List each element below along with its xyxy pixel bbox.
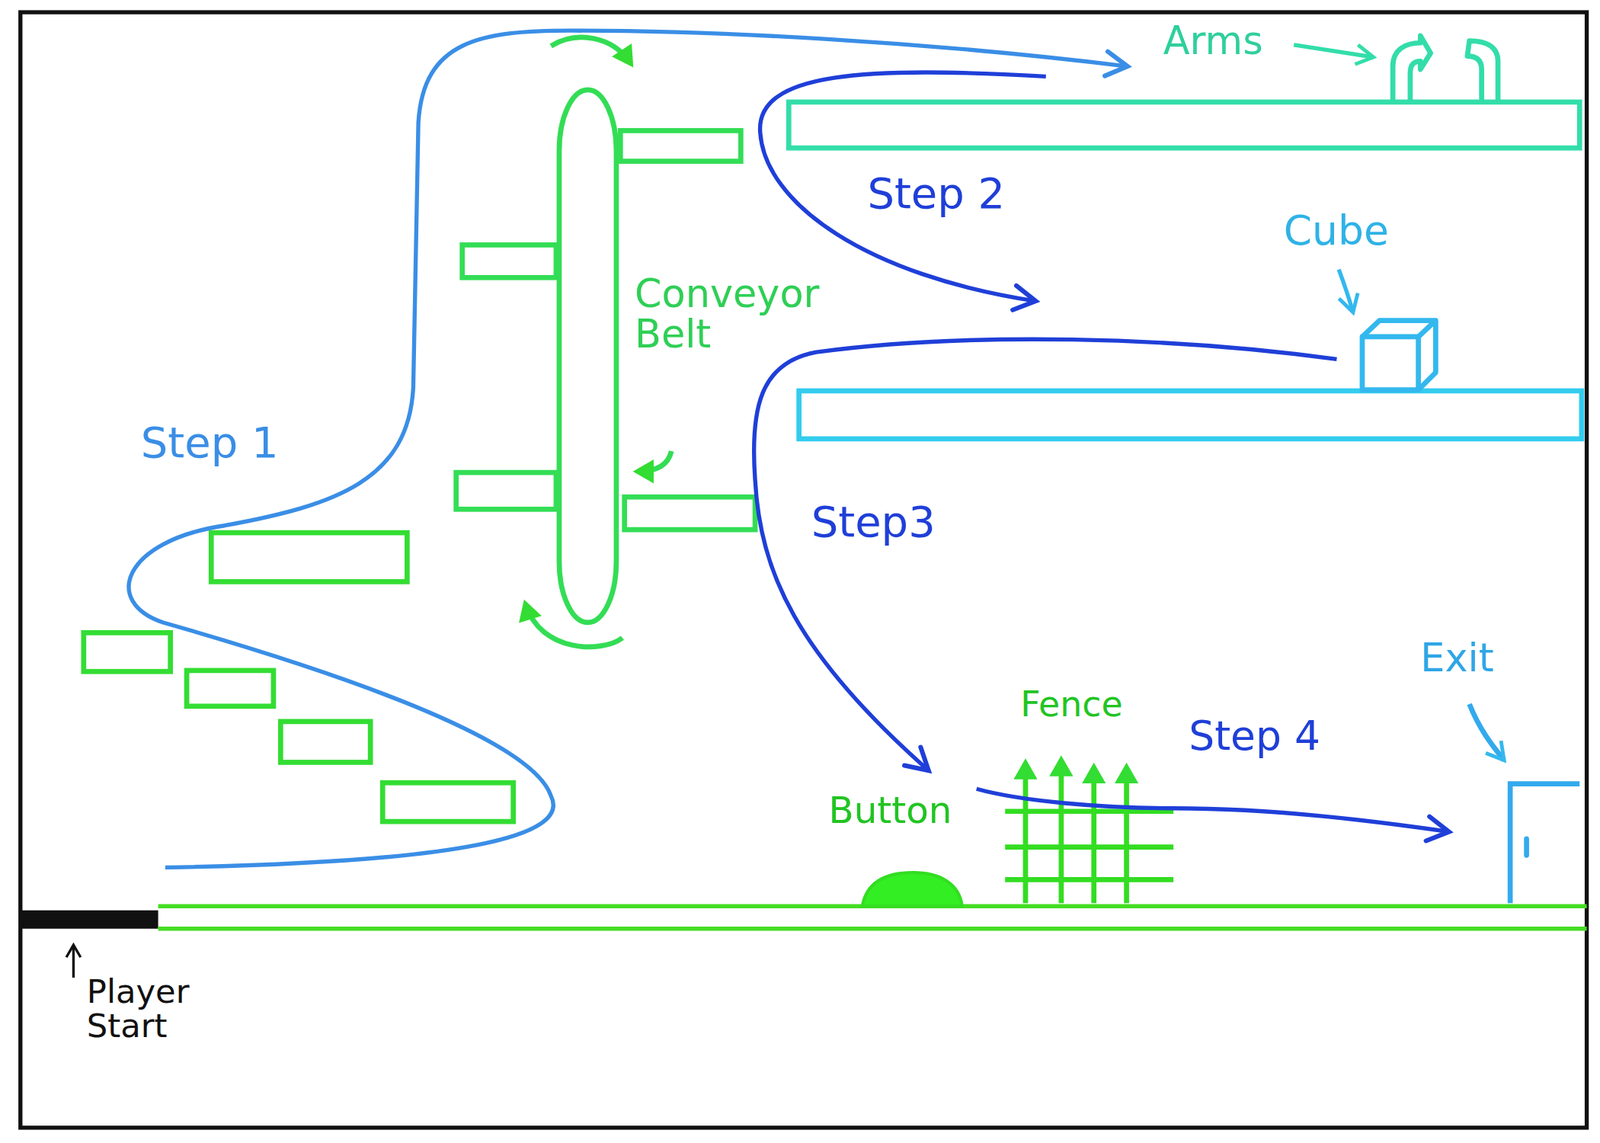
leader-arrow <box>72 944 75 978</box>
fence-post <box>1023 763 1029 903</box>
belt-loop <box>559 89 617 623</box>
belt-platform <box>456 472 557 509</box>
part-label: Fence <box>1020 685 1123 723</box>
fence-rail <box>1004 876 1174 883</box>
route-step-1 <box>128 30 1128 868</box>
step-label: Step 4 <box>1188 714 1321 758</box>
belt-platform <box>620 130 741 161</box>
leader-arrow <box>1293 44 1373 58</box>
arm <box>1392 35 1431 100</box>
platform <box>211 532 407 582</box>
door-knob <box>1523 838 1530 855</box>
leader-arrow <box>1469 704 1505 761</box>
cube-front <box>1362 336 1419 391</box>
platform <box>83 632 171 672</box>
route-step-3 <box>754 339 1338 771</box>
fence-post <box>1091 767 1097 903</box>
part-label: Exit <box>1420 637 1494 679</box>
step-label: Step 2 <box>867 171 1005 217</box>
cube-depth <box>1362 320 1436 391</box>
cube <box>1362 320 1436 391</box>
arm <box>1467 41 1498 101</box>
platform <box>280 721 371 763</box>
step-label: Step 1 <box>140 420 279 466</box>
player-start-pad <box>20 910 159 929</box>
part-label: Button <box>828 790 953 830</box>
door-frame <box>1510 784 1580 904</box>
exit-door <box>1469 704 1581 903</box>
cube-platform <box>799 390 1582 439</box>
platform <box>382 782 513 822</box>
belt-platform <box>462 244 557 278</box>
stair-platforms <box>83 532 514 822</box>
button <box>862 872 963 906</box>
rotation-arrow <box>525 604 623 647</box>
ground-line <box>158 926 1588 931</box>
fence-post <box>1059 760 1065 903</box>
route-step-2 <box>760 72 1047 301</box>
platform <box>186 670 274 707</box>
frame <box>20 12 1588 1128</box>
belt-platform <box>624 496 756 530</box>
start-label: Player Start <box>86 974 220 1044</box>
step-label: Step3 <box>811 499 936 545</box>
part-label: Arms <box>1163 20 1264 61</box>
arms <box>1392 35 1498 100</box>
route-step-4 <box>976 788 1450 832</box>
fence <box>1004 760 1174 903</box>
part-label: Conveyor Belt <box>634 273 839 356</box>
leader-arrow <box>1338 269 1354 313</box>
upper-platform <box>788 102 1580 148</box>
rotation-arrow <box>550 37 631 64</box>
part-label: Cube <box>1283 209 1389 253</box>
fence-post <box>1123 767 1130 903</box>
fence-rail <box>1004 844 1174 850</box>
leader-arrow <box>637 451 672 472</box>
